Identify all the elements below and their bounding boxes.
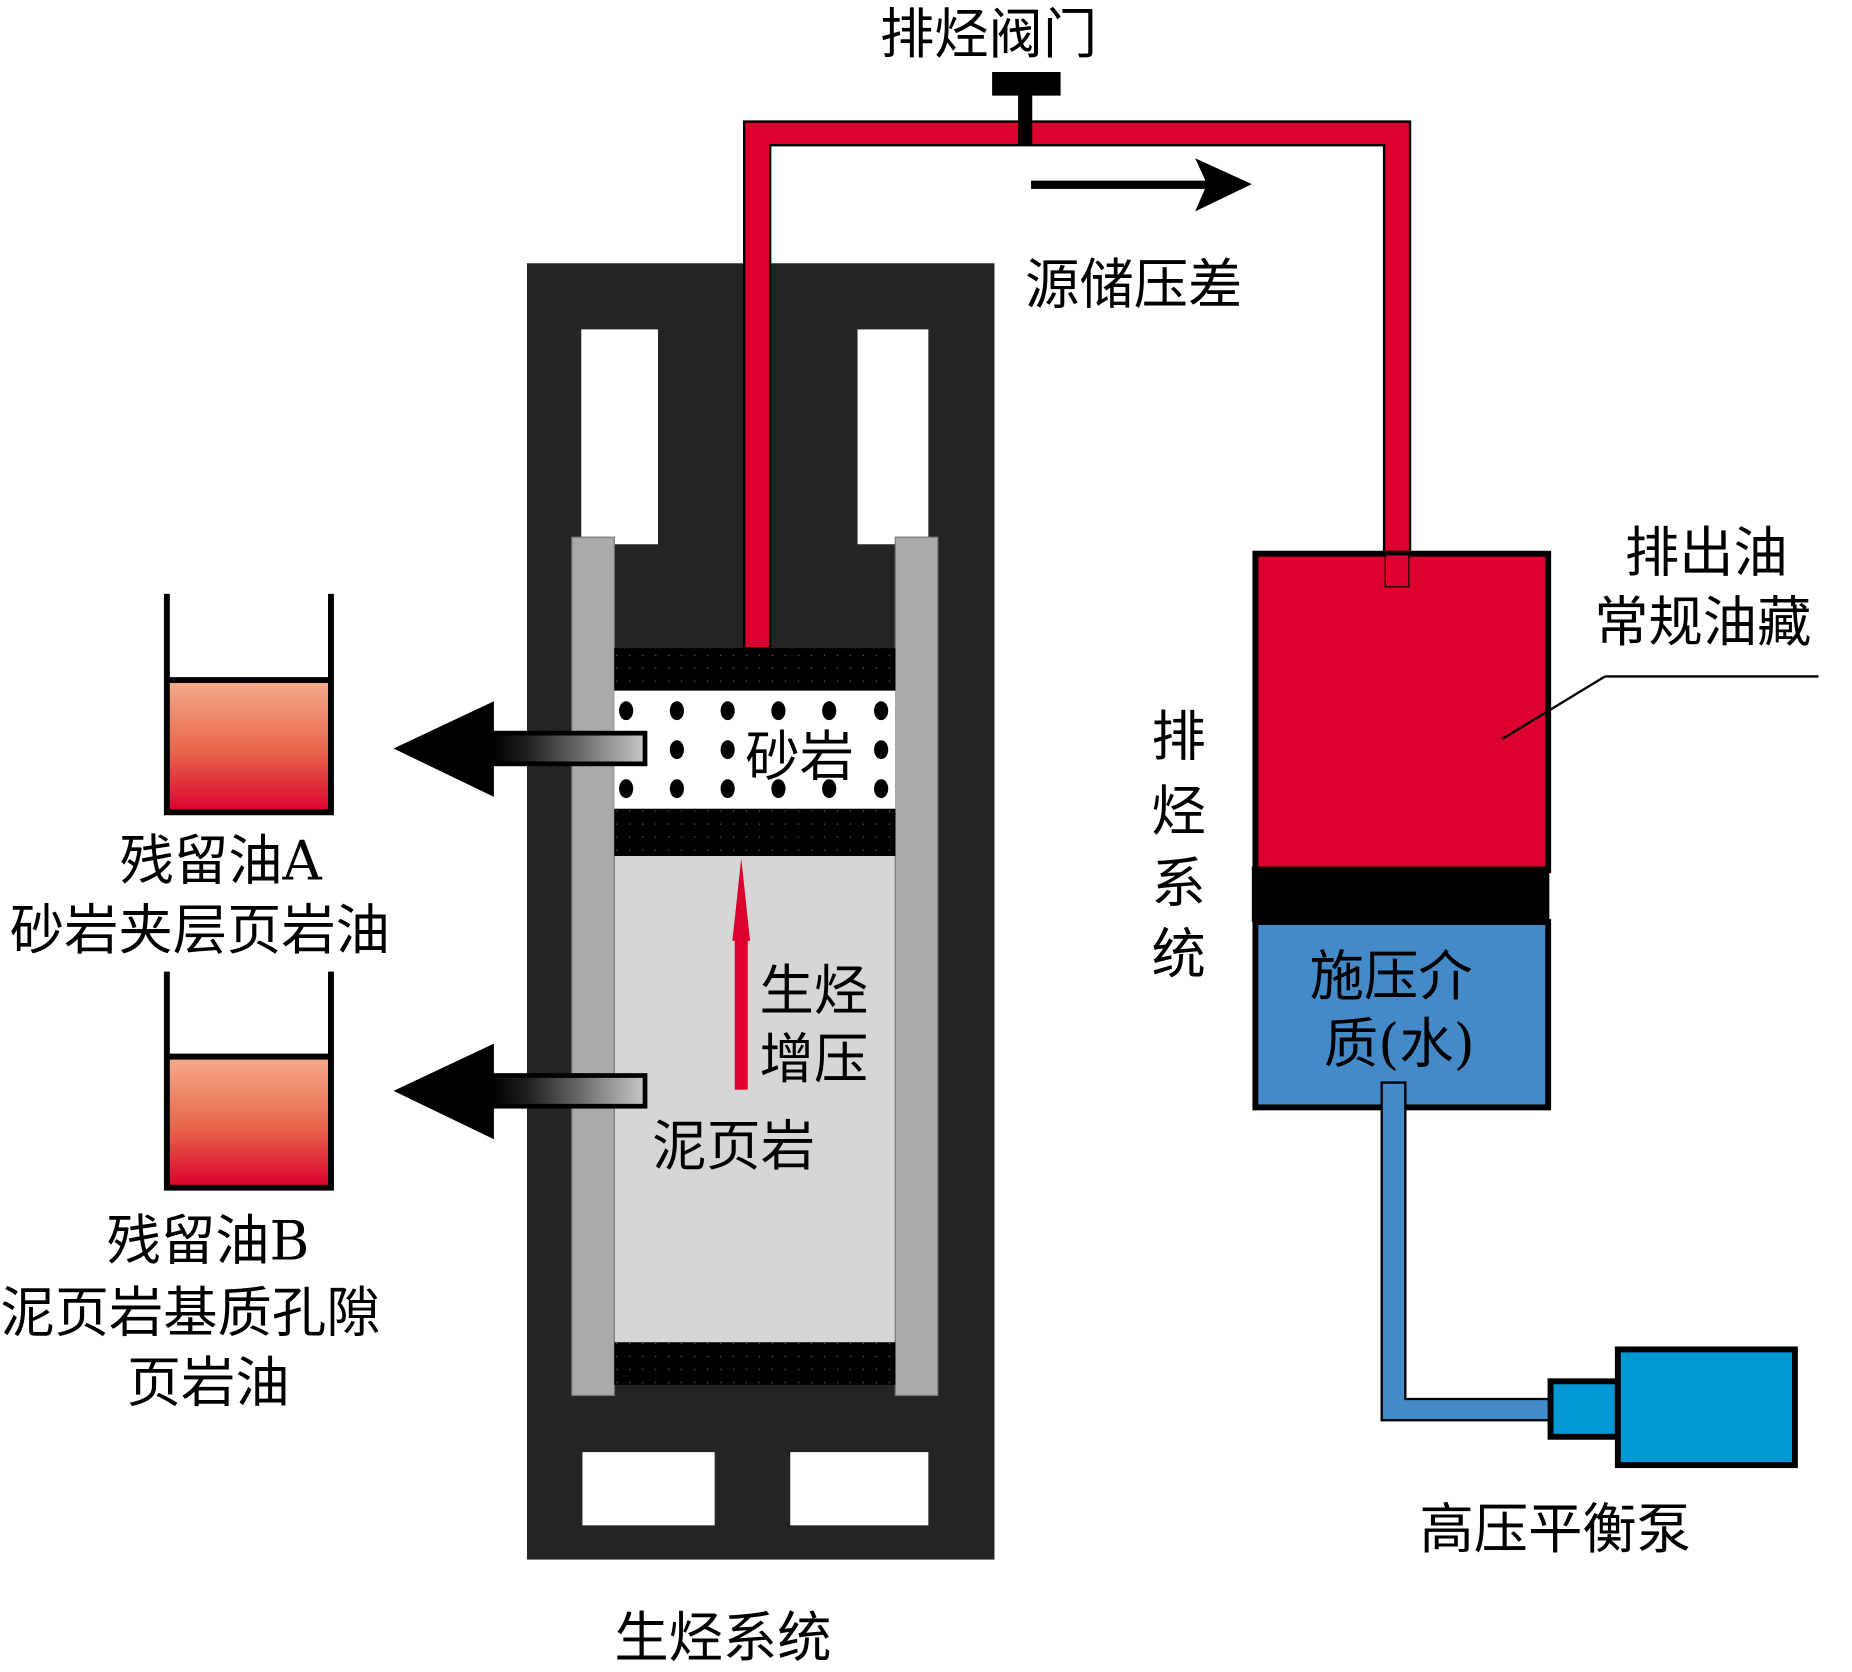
chamber-wall-right (894, 536, 939, 1397)
water-pipe (1380, 1081, 1556, 1422)
sand-grain (669, 701, 684, 721)
beaker-a (163, 593, 334, 816)
sand-grain (822, 779, 837, 799)
expulsion-system-label: 排 烃 系 统 (1151, 706, 1205, 986)
outflow-arrow-b-icon (393, 1043, 648, 1140)
residual-oil-b-label-2: 泥页岩基质孔隙 (0, 1282, 380, 1345)
reservoir-piston (1251, 866, 1550, 923)
chamber-wall-left (571, 536, 615, 1397)
beaker-a-oil (169, 678, 330, 813)
reservoir-leader-line (1501, 675, 1606, 741)
bottom-slot-right (790, 1452, 929, 1526)
sand-grain (669, 779, 684, 799)
sand-grain (720, 779, 735, 799)
shale-chamber (614, 855, 896, 1343)
expulsion-valve[interactable] (992, 72, 1061, 146)
generation-pressure-label-1: 生烃 (760, 959, 869, 1022)
sand-grain (874, 701, 889, 721)
porous-plate-middle (614, 808, 896, 856)
pressure-difference-label: 源储压差 (1025, 253, 1242, 316)
generation-pressure-arrow-icon (732, 858, 751, 1090)
porous-plate-top (614, 648, 896, 691)
sand-grain (720, 740, 735, 760)
residual-oil-a-label-2: 砂岩夹层页岩油 (10, 899, 390, 962)
high-pressure-balance-pump[interactable] (1547, 1346, 1798, 1469)
sand-grain (822, 701, 837, 721)
sandstone-grains (619, 701, 889, 799)
shale-label: 泥页岩 (652, 1115, 815, 1178)
reservoir-oil (1252, 550, 1552, 874)
expulsion-system-char: 统 (1151, 923, 1205, 986)
sand-grain (619, 779, 634, 799)
beaker-b-oil (169, 1055, 330, 1188)
expulsion-system (1251, 550, 1819, 1111)
medium-label-1: 施压介 (1310, 945, 1473, 1008)
residual-oil-a-label-1: 残留油A (120, 830, 323, 893)
expelled-oil-label-2: 常规油藏 (1594, 591, 1811, 654)
sand-grain (720, 701, 735, 721)
sand-grain (669, 740, 684, 760)
sand-grain (874, 740, 889, 760)
generation-pressure-label-2: 增压 (760, 1028, 869, 1091)
valve-handle[interactable] (992, 72, 1061, 96)
top-slot-right (857, 329, 929, 545)
sandstone-label: 砂岩 (745, 726, 854, 789)
beaker-b (163, 971, 334, 1191)
medium-label-2: 质(水) (1324, 1013, 1475, 1076)
sandstone-layer (614, 690, 896, 809)
flow-direction-arrow-icon (1031, 158, 1252, 212)
sand-grain (619, 701, 634, 721)
pressure-medium-water (1252, 919, 1552, 1111)
residual-oil-b-label-1: 残留油B (107, 1210, 310, 1273)
pump-nozzle (1547, 1378, 1621, 1440)
sand-grain (771, 779, 786, 799)
bottom-slot-left (582, 1452, 715, 1526)
pump-body (1614, 1346, 1798, 1469)
top-slot-left (581, 329, 659, 545)
generation-system-label: 生烃系统 (614, 1606, 831, 1667)
expulsion-system-char: 烃 (1151, 780, 1205, 843)
outflow-arrow-a-icon (393, 701, 648, 797)
valve-stem (1018, 94, 1033, 146)
sand-grain (874, 779, 889, 799)
sand-grain (771, 701, 786, 721)
expelled-oil-label-1: 排出油 (1625, 521, 1788, 584)
residual-oil-b-label-3: 页岩油 (127, 1351, 290, 1414)
expulsion-system-char: 排 (1151, 706, 1205, 769)
pump-label: 高压平衡泵 (1419, 1498, 1691, 1561)
valve-label: 排烃阀门 (880, 3, 1097, 66)
porous-plate-bottom (614, 1342, 896, 1385)
expulsion-system-char: 系 (1151, 852, 1205, 915)
